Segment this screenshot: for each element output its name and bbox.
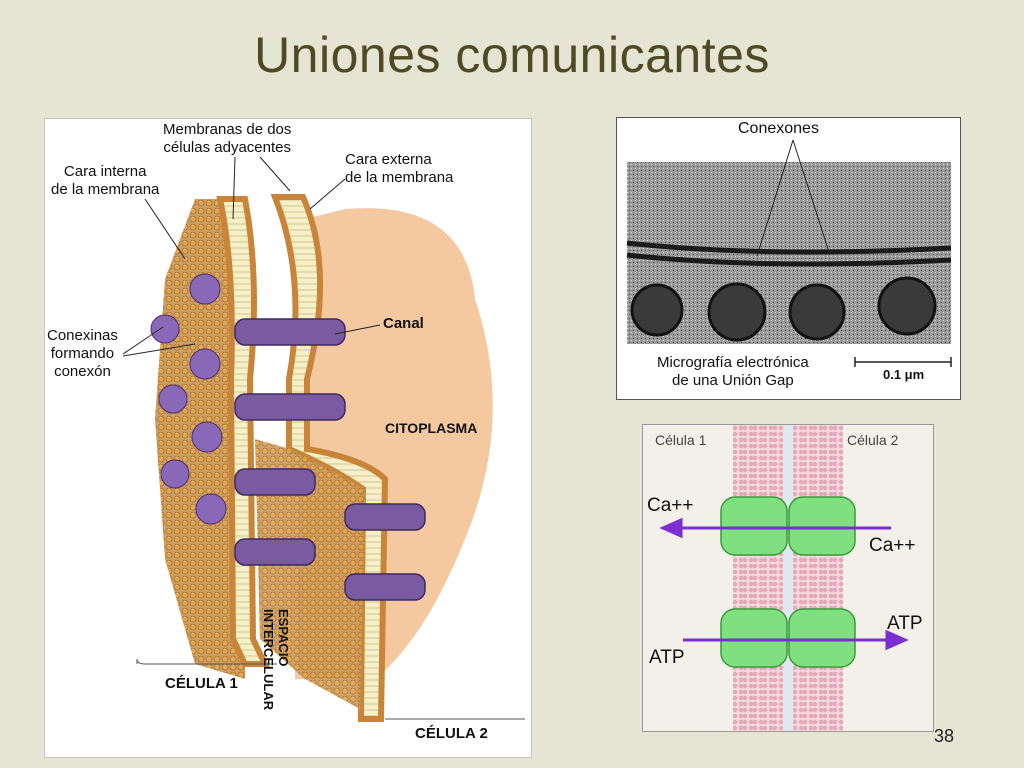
membrane-diagram-panel: Membranas de dos células adyacentes Cara… — [44, 118, 532, 758]
membranes-label-line1: Membranas de dos — [163, 121, 292, 138]
connexon-6 — [344, 573, 426, 601]
membranes-label: Membranas de dos células adyacentes — [163, 121, 291, 157]
membrane-band-2 — [626, 252, 952, 267]
outer-face-label: Cara externa de la membrana — [345, 151, 453, 187]
vesicle-4 — [877, 276, 937, 336]
micrograph-image — [626, 139, 952, 367]
connexin-cluster-3 — [189, 348, 221, 380]
gap-cell1-label: Célula 1 — [655, 432, 707, 448]
vesicle-1 — [630, 283, 684, 337]
cell1-bracket — [136, 658, 277, 665]
cytoplasm-label: CITOPLASMA — [385, 420, 478, 436]
slide-title: Uniones comunicantes — [254, 27, 770, 83]
connexins-line1: Conexinas — [47, 327, 118, 344]
atp-right-label: ATP — [887, 613, 923, 634]
connexons-pointer-2 — [792, 139, 830, 253]
membrane-illustration — [122, 156, 525, 722]
connexon-2 — [234, 393, 346, 421]
connexons-pointer-1 — [756, 139, 794, 257]
caption-line1: Micrografía electrónica — [657, 354, 809, 371]
outer-face-line1: Cara externa — [345, 151, 432, 168]
connexon-top-left — [720, 496, 788, 556]
connexins-line3: conexón — [54, 363, 111, 380]
connexin-cluster-7 — [195, 493, 227, 525]
connexon-top-right — [788, 496, 856, 556]
inner-face-label: Cara interna de la membrana — [51, 163, 159, 199]
membrane-right — [793, 425, 843, 731]
connexin-cluster-6 — [160, 459, 190, 489]
cell2-label: CÉLULA 2 — [415, 725, 488, 742]
intercellular-space-label: ESPACIO INTERCELULAR — [261, 609, 291, 710]
gap-junction-panel: Célula 1 Célula 2 Ca++ Ca++ ATP ATP — [642, 424, 934, 732]
connexon-3 — [234, 468, 316, 496]
connexins-line2: formando — [50, 345, 115, 362]
connexon-bottom-right — [788, 608, 856, 668]
cell1-label: CÉLULA 1 — [165, 675, 238, 692]
gap-cell2-label: Célula 2 — [847, 432, 899, 448]
membrane-left — [733, 425, 783, 731]
membranes-label-line2: células adyacentes — [163, 139, 291, 156]
membrane-gap — [783, 425, 793, 731]
vesicle-3 — [788, 283, 846, 341]
vesicle-2 — [707, 282, 767, 342]
micrograph-panel: Conexones Micrografía electrónica de una… — [616, 117, 961, 400]
membrane-band-1 — [626, 240, 952, 255]
intercellular-dots — [255, 439, 365, 709]
scale-label: 0.1 μm — [883, 367, 925, 382]
connexon-4 — [234, 538, 316, 566]
inner-face-line1: Cara interna — [63, 163, 147, 180]
caption-line2: de una Unión Gap — [671, 372, 794, 389]
connexin-cluster-1 — [189, 273, 221, 305]
micrograph-caption: Micrografía electrónica de una Unión Gap — [657, 354, 809, 390]
ca-left-label: Ca++ — [647, 495, 694, 516]
ca-right-label: Ca++ — [869, 535, 916, 556]
connexon-bottom-left — [720, 608, 788, 668]
atp-left-label: ATP — [649, 647, 685, 668]
connexins-label: Conexinas formando conexón — [47, 327, 118, 381]
space-line2: INTERCELULAR — [261, 609, 276, 711]
channel-label: Canal — [383, 315, 424, 332]
page-number: 38 — [934, 726, 955, 746]
connexon-5 — [344, 503, 426, 531]
connexons-label: Conexones — [738, 120, 819, 137]
outer-face-line2: de la membrana — [345, 169, 454, 186]
connexin-cluster-4 — [158, 384, 188, 414]
connexon-1 — [234, 318, 346, 346]
connexin-cluster-2 — [150, 314, 180, 344]
inner-face-line2: de la membrana — [51, 181, 160, 198]
connexin-cluster-5 — [191, 421, 223, 453]
gap-junction-illustration — [659, 425, 909, 731]
space-line1: ESPACIO — [276, 609, 291, 667]
